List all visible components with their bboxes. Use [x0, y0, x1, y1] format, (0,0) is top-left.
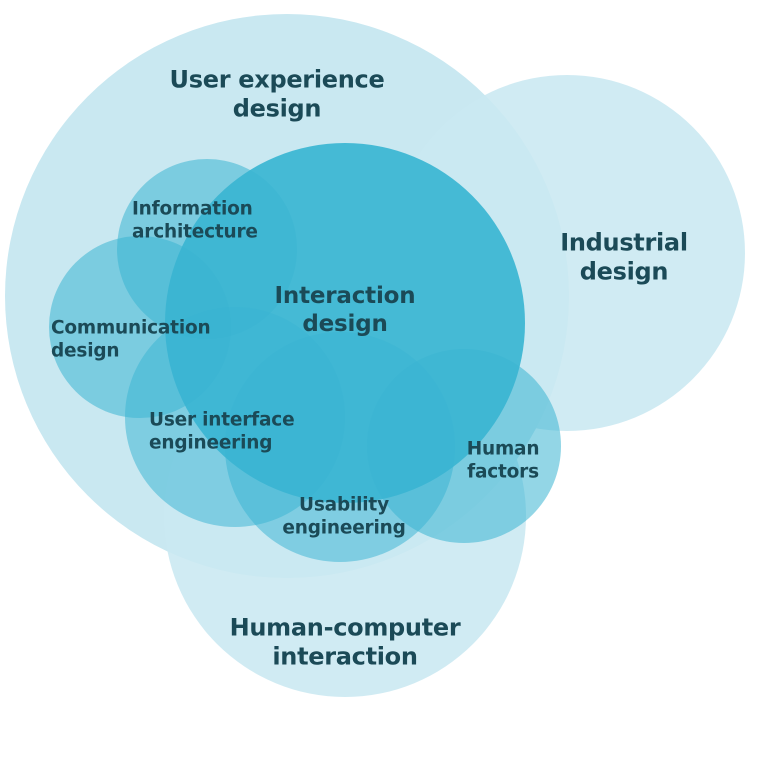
- venn-label-usability-engineering: Usability engineering: [282, 494, 406, 538]
- venn-label-interaction-design: Interaction design: [274, 282, 416, 337]
- venn-label-human-factors: Human factors: [466, 438, 540, 482]
- venn-label-user-experience-design: User experience design: [169, 65, 385, 123]
- venn-label-user-interface-engineering: User interface engineering: [149, 409, 295, 453]
- venn-label-communication-design: Communication design: [51, 317, 211, 361]
- venn-circle-human-factors[interactable]: [367, 349, 561, 543]
- circles-group: [5, 14, 745, 697]
- venn-label-industrial-design: Industrial design: [560, 228, 688, 286]
- venn-label-human-computer-interaction: Human-computer interaction: [229, 613, 461, 671]
- venn-label-information-architecture: Information architecture: [132, 198, 258, 242]
